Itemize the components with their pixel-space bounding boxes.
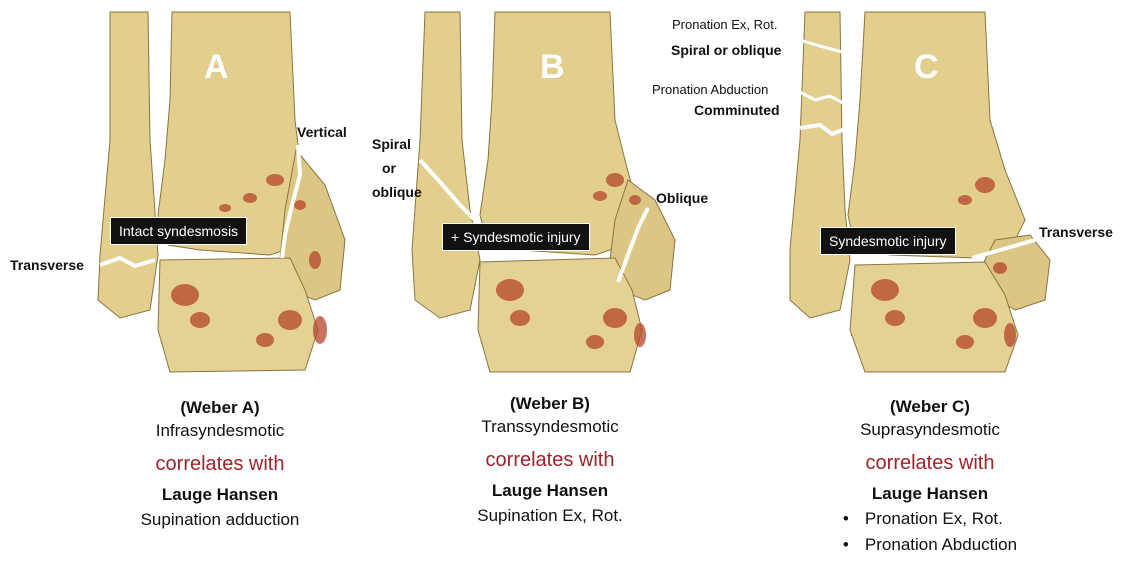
fracture-label-spiral: Spiral (372, 136, 411, 152)
top-label-pronation-ex: Pronation Ex, Rot. (672, 17, 778, 32)
syndesmosis-level: Infrasyndesmotic (70, 419, 370, 443)
fracture-label-transverse: Transverse (1039, 224, 1113, 240)
syndesmosis-label: + Syndesmotic injury (442, 223, 590, 251)
list-item: •Pronation Ex, Rot. (843, 506, 1017, 532)
syndesmosis-label: Syndesmotic injury (820, 227, 956, 255)
mechanism: Pronation Ex, Rot. (865, 509, 1003, 528)
panel-a: A Intact syndesmosis Vertical Transverse… (0, 0, 370, 561)
correlates-text: correlates with (780, 448, 1080, 478)
syndesmosis-label: Intact syndesmosis (110, 217, 247, 245)
caption-c: (Weber C) Suprasyndesmotic correlates wi… (780, 396, 1080, 558)
mechanism: Supination adduction (70, 507, 370, 533)
caption-a: (Weber A) Infrasyndesmotic correlates wi… (70, 397, 370, 533)
syndesmosis-level: Suprasyndesmotic (780, 418, 1080, 442)
fracture-label-or: or (382, 160, 396, 176)
lauge-hansen-title: Lauge Hansen (70, 483, 370, 507)
list-item: •Pronation Abduction (843, 532, 1017, 558)
mechanism-list: •Pronation Ex, Rot. •Pronation Abduction (843, 506, 1017, 558)
weber-type: (Weber A) (70, 397, 370, 419)
ankle-illustration-a (0, 0, 370, 380)
correlates-text: correlates with (70, 449, 370, 479)
lauge-hansen-title: Lauge Hansen (780, 482, 1080, 506)
panel-letter: A (204, 48, 229, 87)
fracture-label-transverse: Transverse (10, 257, 84, 273)
top-label-pronation-abduction: Pronation Abduction (652, 82, 768, 97)
panel-letter: B (540, 48, 565, 87)
mechanism: Pronation Abduction (865, 535, 1017, 554)
fracture-label-oblique-left: oblique (372, 184, 422, 200)
fracture-label-vertical: Vertical (297, 124, 347, 140)
top-label-spiral: Spiral or oblique (671, 42, 781, 58)
panel-letter: C (914, 48, 939, 87)
panel-c: C Syndesmotic injury Pronation Ex, Rot. … (650, 0, 1125, 561)
top-label-comminuted: Comminuted (694, 102, 780, 118)
weber-type: (Weber C) (780, 396, 1080, 418)
